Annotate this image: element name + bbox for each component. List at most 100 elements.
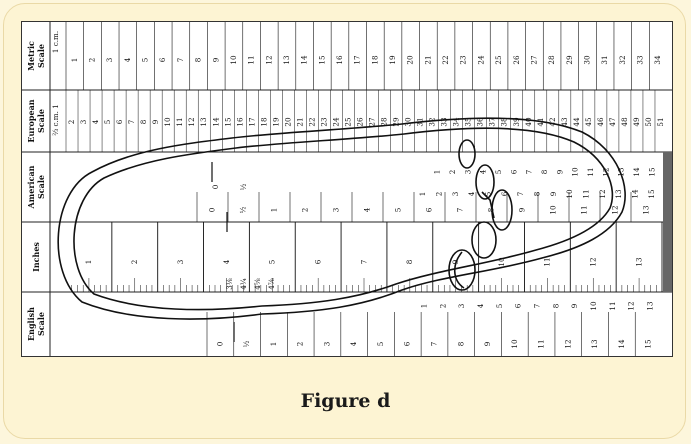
american-lower-label: 9 [518,207,527,212]
toe-2 [475,164,495,200]
european-label: 16 [235,117,244,127]
metric-label: 15 [317,55,326,65]
heel-markers [211,162,235,342]
metric-label: 18 [370,55,379,65]
english-lower-label: 10 [510,339,519,349]
european-label: 44 [572,117,581,127]
european-label: 49 [632,117,641,127]
american-bottom-label: 13 [614,189,623,199]
european-label: 45 [584,117,593,127]
american-bottom-label: 12 [598,189,607,198]
european-label: 47 [608,117,617,127]
american-bottom-label: 14 [631,189,640,199]
metric-label: 23 [459,55,468,65]
european-label: 42 [548,117,557,126]
european-label: 26 [355,117,364,127]
american-upper-label: 1 [433,170,442,175]
european-label: 10 [163,117,172,127]
european-label: 6 [115,119,124,124]
toe-line-1 [481,191,495,219]
metric-label: 19 [388,55,397,65]
european-unit-note: ⅔ c.m. 1 [51,104,60,136]
english-upper-label: 11 [608,301,617,310]
american-upper-label: 6 [509,169,518,174]
american-bottom-label: 4 [467,191,476,196]
foot-outline [57,117,626,320]
foot-outer-outline [57,117,626,320]
american-lower-label: 2 [301,208,310,213]
european-label: 18 [259,117,268,127]
american-lower-label: 8 [487,207,496,212]
european-label: 17 [247,117,256,127]
american-mid-label: 0 [211,184,220,189]
foot-measuring-chart: Metric Scale European Scale American Sca… [21,21,673,357]
inch-fraction-label: 4¼ [239,278,248,290]
american-lower-label: 12 [611,205,620,214]
english-title-1: English [26,307,36,341]
american-upper-label: 2 [448,170,457,175]
metric-label: 5 [141,57,150,62]
european-label: 23 [319,117,328,127]
inch-fraction-label: 3⅛ [225,278,234,290]
inch-label: 8 [405,259,414,264]
english-lower-label: 1 [269,342,278,347]
european-label: 3 [79,119,88,124]
metric-label: 16 [335,55,344,65]
european-label: 32 [428,117,437,126]
american-bottom-label: 8 [533,191,542,196]
european-label: 19 [271,117,280,127]
english-title-2: Scale [36,312,46,336]
figure-caption: Figure d [300,390,391,412]
inch-label: 3 [176,259,185,264]
toe-4 [471,221,497,259]
european-label: 51 [656,117,665,126]
american-bottom-label: 1 [418,192,427,197]
american-upper-label: 4 [479,169,488,174]
metric-label: 24 [476,55,485,65]
inch-label: 12 [589,257,598,266]
american-bottom-label: 7 [516,191,525,196]
european-label: 8 [139,119,148,124]
metric-label: 32 [618,55,627,64]
inches-title: Inches [31,242,41,272]
english-upper-label: 2 [438,304,447,309]
american-lower-label: 1 [270,208,279,213]
european-label: 24 [331,117,340,127]
english-lower-label: 7 [430,341,439,346]
inch-label: 2 [130,260,139,265]
european-label: 29 [392,117,401,127]
metric-title-2: Scale [36,44,46,68]
metric-label: 17 [353,55,362,65]
metric-label: 9 [211,57,220,62]
american-lower-label: 3 [332,207,341,212]
inch-label: 4 [222,259,231,264]
european-label: 40 [524,117,533,127]
inch-label: 10 [497,257,506,267]
metric-label: 7 [176,57,185,62]
english-lower-label: 0 [215,341,224,346]
american-mid-label: ½ [239,183,248,190]
english-lower-label: 8 [456,341,465,346]
american-upper-label: 10 [571,167,580,177]
american-lower-label: ½ [239,206,248,213]
english-lower-label: ½ [242,340,251,347]
english-upper-label: 12 [627,301,636,310]
toe-line-2 [453,251,465,289]
european-label: 2 [67,120,76,125]
european-label: 15 [223,117,232,127]
english-lower-label: 12 [563,339,572,348]
metric-label: 33 [635,55,644,65]
english-upper-label: 7 [533,303,542,308]
toe-1 [458,139,476,169]
inch-fraction-label: 4⅞ [267,278,276,290]
american-upper-label: 9 [555,169,564,174]
metric-unit-note: 1 c.m. [51,31,60,53]
european-label: 35 [464,117,473,127]
european-label: 34 [452,117,461,127]
english-upper-label: 9 [570,303,579,308]
metric-label: 1 [70,58,79,63]
english-upper-label: 8 [551,303,560,308]
european-label: 14 [211,117,220,127]
